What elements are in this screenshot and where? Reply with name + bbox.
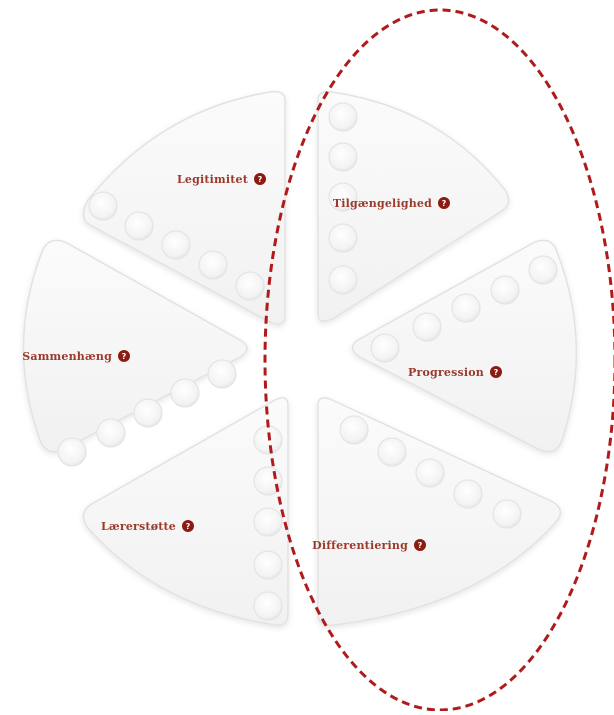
rating-slot[interactable] (161, 230, 191, 260)
info-icon[interactable]: ? (438, 197, 450, 209)
segment-label: Lærerstøtte (101, 520, 176, 533)
rating-slot[interactable] (370, 333, 400, 363)
rating-slot[interactable] (124, 211, 154, 241)
rating-slot[interactable] (453, 479, 483, 509)
rating-slot[interactable] (235, 271, 265, 301)
svg-text:?: ? (186, 522, 191, 531)
info-icon[interactable]: ? (182, 520, 194, 532)
rating-slot[interactable] (198, 250, 228, 280)
rating-slot[interactable] (339, 415, 369, 445)
segment-laererstotte[interactable] (82, 397, 289, 627)
segment-shape (351, 239, 578, 453)
svg-text:?: ? (122, 352, 127, 361)
segment-label: Differentiering (312, 539, 408, 552)
rating-slot[interactable] (328, 182, 358, 212)
segment-label: Legitimitet (177, 173, 249, 186)
rating-slot[interactable] (207, 359, 237, 389)
rating-slot[interactable] (253, 425, 283, 455)
segment-label-group: Differentiering? (312, 539, 426, 552)
rating-slot[interactable] (528, 255, 558, 285)
segment-shape (22, 239, 248, 453)
segment-label-group: Tilgængelighed? (333, 197, 450, 210)
segment-label: Sammenhæng (22, 350, 112, 363)
rating-slot[interactable] (492, 499, 522, 529)
rating-slot[interactable] (490, 275, 520, 305)
segment-tilgaengelighed[interactable] (317, 90, 510, 322)
svg-text:?: ? (442, 199, 447, 208)
info-icon[interactable]: ? (254, 173, 266, 185)
segment-differentiering[interactable] (317, 397, 562, 627)
segment-label-group: Lærerstøtte? (101, 520, 194, 533)
info-icon[interactable]: ? (414, 539, 426, 551)
rating-slot[interactable] (57, 437, 87, 467)
rating-slot[interactable] (88, 191, 118, 221)
rating-slot[interactable] (412, 312, 442, 342)
rating-slot[interactable] (328, 102, 358, 132)
rating-slot[interactable] (328, 223, 358, 253)
rating-slot[interactable] (377, 437, 407, 467)
rating-slot[interactable] (96, 418, 126, 448)
rating-slot[interactable] (451, 293, 481, 323)
info-icon[interactable]: ? (118, 350, 130, 362)
segment-label-group: Progression? (408, 366, 502, 379)
segment-shape (82, 397, 289, 627)
segment-legitimitet[interactable] (82, 90, 286, 325)
segment-label-group: Sammenhæng? (22, 350, 130, 363)
segment-label: Progression (408, 366, 484, 379)
segment-label-group: Legitimitet? (177, 173, 266, 186)
svg-text:?: ? (258, 175, 263, 184)
svg-text:?: ? (494, 368, 499, 377)
highlight-ellipse (263, 8, 614, 712)
rating-slot[interactable] (133, 398, 163, 428)
svg-text:?: ? (418, 541, 423, 550)
rating-slot[interactable] (170, 378, 200, 408)
segment-progression[interactable] (351, 239, 578, 453)
segment-label: Tilgængelighed (333, 197, 432, 210)
segment-sammenhaeng[interactable] (22, 239, 248, 467)
rating-slot[interactable] (253, 507, 283, 537)
rating-slot[interactable] (253, 550, 283, 580)
info-icon[interactable]: ? (490, 366, 502, 378)
rating-slot[interactable] (253, 591, 283, 621)
rating-slot[interactable] (415, 458, 445, 488)
rating-slot[interactable] (328, 265, 358, 295)
rating-slot[interactable] (328, 142, 358, 172)
segment-shape (82, 90, 286, 325)
segment-shape (317, 90, 510, 322)
